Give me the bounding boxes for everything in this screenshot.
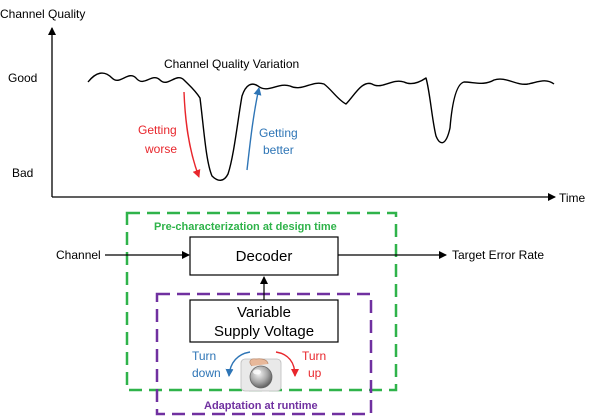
getting-better-line2: better [263,143,294,157]
voltage-knob-icon [240,358,282,392]
getting-worse-line2: worse [144,142,177,156]
x-axis-title: Time [559,191,586,205]
target-error-rate-label: Target Error Rate [452,248,544,262]
decoder-block [189,236,339,276]
turn-down-line1: Turn [192,349,216,363]
design-time-label: Pre-characterization at design time [154,221,337,233]
channel-quality-curve [87,72,555,181]
supply-voltage-block [189,299,339,343]
supply-voltage-line1: Variable [237,304,291,321]
level-bad-label: Bad [12,166,33,180]
getting-better-arrow [246,87,262,171]
getting-worse-line1: Getting [138,123,177,137]
level-good-label: Good [8,71,37,85]
getting-better-line1: Getting [259,126,298,140]
getting-worse-arrow [183,91,201,178]
block-diagram: Pre-characterization at design time Adap… [56,211,544,416]
supply-voltage-line2: Supply Voltage [214,323,314,340]
decoder-label: Decoder [236,248,293,265]
turn-down-line2: down [192,366,221,380]
turn-up-line1: Turn [302,349,326,363]
turn-up-arrow [275,351,299,377]
channel-input-label: Channel [56,248,101,262]
turn-up-line2: up [308,366,322,380]
curve-title: Channel Quality Variation [164,57,299,71]
quality-plot: Channel Quality Time Good Bad Channel Qu… [0,7,586,205]
runtime-label: Adaptation at runtime [204,400,318,412]
turn-down-arrow [225,351,251,377]
y-axis-title: Channel Quality [0,7,85,21]
